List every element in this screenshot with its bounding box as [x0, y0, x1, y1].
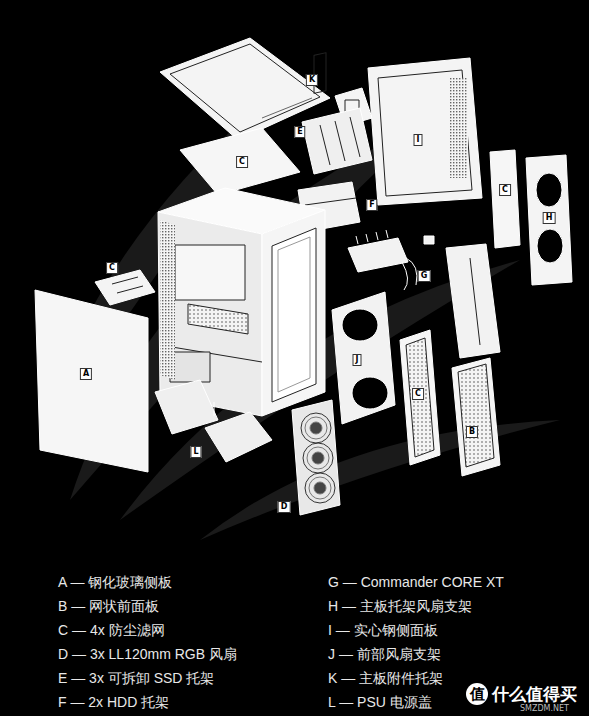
watermark-logo: 值: [466, 683, 488, 705]
fan-bracket: [526, 155, 572, 285]
callout-letter: H: [543, 212, 556, 224]
legend-entry: A — 钢化玻璃侧板: [58, 573, 172, 591]
glass-side-panel: [35, 290, 148, 472]
legend-entry: D — 3x LL120mm RGB 风扇: [58, 645, 237, 663]
callout-letter: K: [306, 74, 318, 86]
fan-ring: [307, 447, 329, 469]
callout-letter: D: [278, 501, 291, 513]
fan-ring: [301, 413, 331, 443]
legend-entry: K — 主板附件托架: [328, 669, 443, 687]
psu-shroud: [155, 380, 272, 462]
legend-entry: E — 3x 可拆卸 SSD 托架: [58, 669, 214, 687]
steel-side-panel: [368, 58, 482, 205]
front-fan-bracket: [332, 292, 395, 424]
case-chassis: [158, 188, 325, 416]
legend-entry: C — 4x 防尘滤网: [58, 621, 165, 639]
callout-letter: A: [80, 368, 92, 380]
fan-ring: [305, 417, 327, 439]
legend-entry: I — 实心钢侧面板: [328, 621, 438, 639]
mesh-front-panel: [452, 358, 500, 476]
callout-letter: G: [418, 270, 431, 282]
callout-letter: C: [412, 388, 424, 400]
legend-entry: F — 2x HDD 托架: [58, 693, 169, 711]
callout-letter: E: [294, 126, 305, 138]
controller-hub: [348, 230, 434, 290]
callout-letter: J: [353, 354, 362, 366]
legend-entry: G — Commander CORE XT: [328, 573, 504, 591]
fan-ring: [309, 477, 331, 499]
legend-entry: L — PSU 电源盖: [328, 693, 432, 711]
callout-letter: C: [106, 262, 118, 274]
callout-letter: C: [236, 156, 248, 168]
fan-ring: [310, 422, 322, 434]
legend-entry: J — 前部风扇支架: [328, 645, 441, 663]
fan-ring: [312, 452, 324, 464]
fan-ring: [305, 473, 335, 503]
callout-letter: F: [366, 199, 377, 211]
watermark: SMZDM.NET: [520, 704, 569, 714]
watermark: 什么值得买: [492, 684, 577, 704]
callout-letter: C: [499, 184, 511, 196]
callout-letter: I: [414, 134, 423, 146]
legend-entry: H — 主板托架风扇支架: [328, 597, 472, 615]
fan-ring: [303, 443, 333, 473]
legend-entry: B — 网状前面板: [58, 597, 159, 615]
callout-letter: L: [190, 446, 201, 458]
rgb-fans: [292, 400, 340, 515]
fan-ring: [314, 482, 326, 494]
callout-letter: B: [466, 426, 478, 438]
ssd-trays: [302, 53, 372, 174]
background-logo: [40, 70, 560, 540]
